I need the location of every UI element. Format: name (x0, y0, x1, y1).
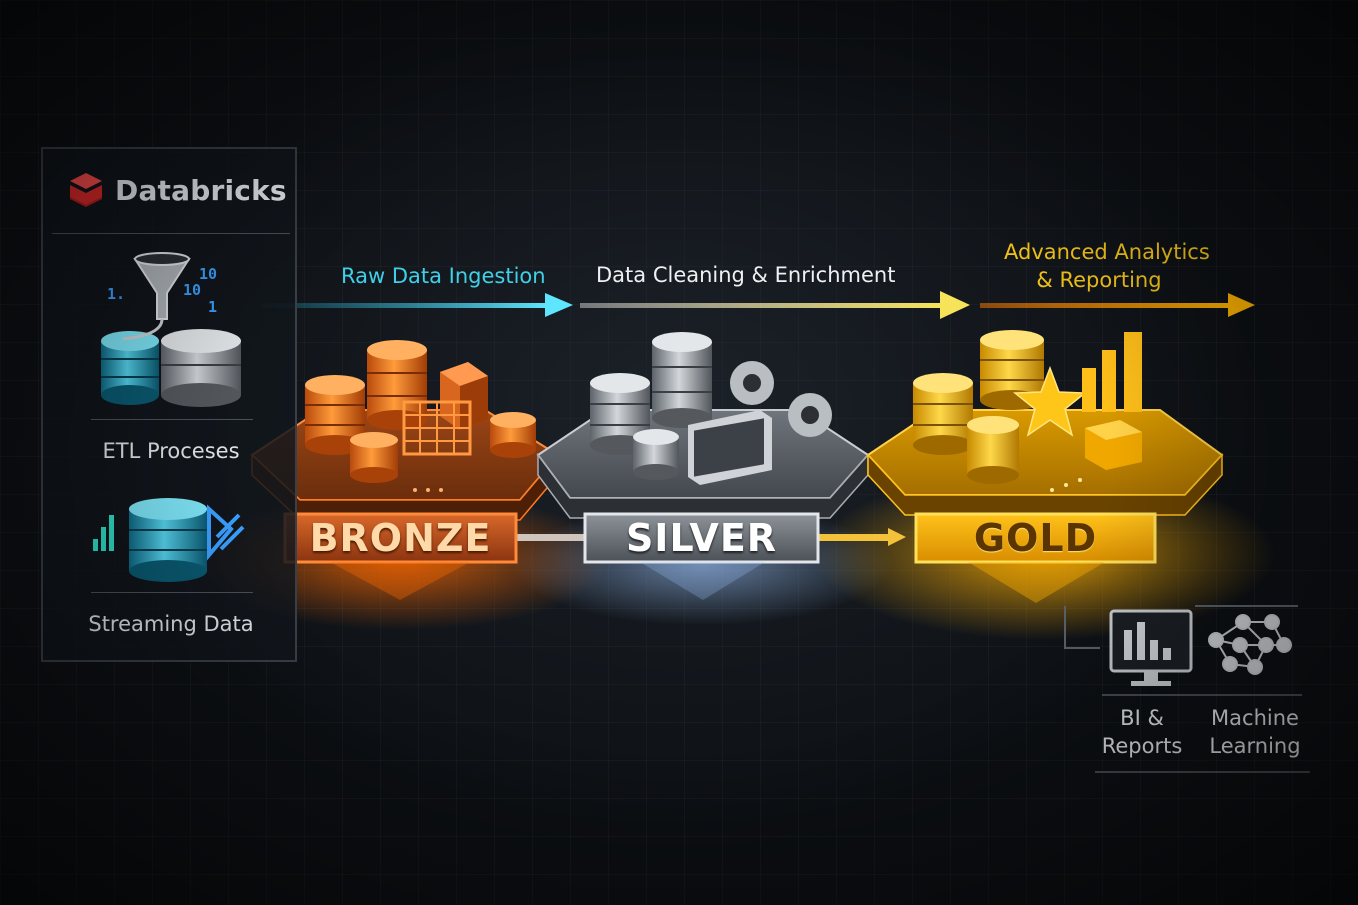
brand-name: Databricks (115, 173, 287, 207)
gold-tag: GOLD (973, 516, 1098, 560)
silver-tag: SILVER (625, 516, 778, 560)
bi-monitor-chart-icon (1109, 609, 1193, 686)
bi-reports-label: BI & Reports (1092, 704, 1192, 760)
streaming-divider (91, 592, 253, 593)
bronze-tag: BRONZE (309, 516, 492, 560)
neural-network-icon (1208, 614, 1292, 675)
cleaning-label: Data Cleaning & Enrichment (596, 263, 896, 287)
bi-reports-line1: BI & (1120, 706, 1164, 730)
bi-reports-line2: Reports (1101, 734, 1183, 758)
brand: Databricks (67, 171, 287, 209)
svg-text:1.: 1. (107, 285, 125, 303)
analytics-label-line1: Advanced Analytics (1004, 240, 1210, 264)
data-sources-panel: Databricks 1. 10 10 10 1 ETL Proceses (41, 147, 297, 662)
svg-text:10: 10 (199, 265, 217, 283)
machine-learning-line1: Machine (1211, 706, 1299, 730)
databricks-logo-icon (70, 173, 102, 207)
etl-funnel-database-icon: 1. 10 10 10 1 (101, 252, 241, 407)
bronze-cube-icon (440, 362, 488, 430)
streaming-label: Streaming Data (88, 612, 254, 636)
ingestion-arrow (262, 293, 573, 317)
streaming-database-icon (93, 498, 245, 582)
ingestion-label: Raw Data Ingestion (341, 264, 546, 288)
machine-learning-line2: Learning (1209, 734, 1301, 758)
cleaning-arrow (580, 291, 970, 319)
analytics-label-line2: & Reporting (1036, 268, 1162, 292)
etl-label: ETL Proceses (102, 439, 240, 463)
brand-divider (52, 233, 290, 234)
machine-learning-label: Machine Learning (1200, 704, 1310, 760)
analytics-arrow (980, 293, 1255, 317)
etl-divider (91, 419, 253, 420)
gold-cube-icon (1085, 420, 1142, 470)
svg-text:1: 1 (208, 298, 217, 316)
svg-text:10: 10 (183, 281, 201, 299)
bronze-silver-connector (516, 534, 588, 541)
gold-bar-chart-icon (1082, 332, 1142, 412)
